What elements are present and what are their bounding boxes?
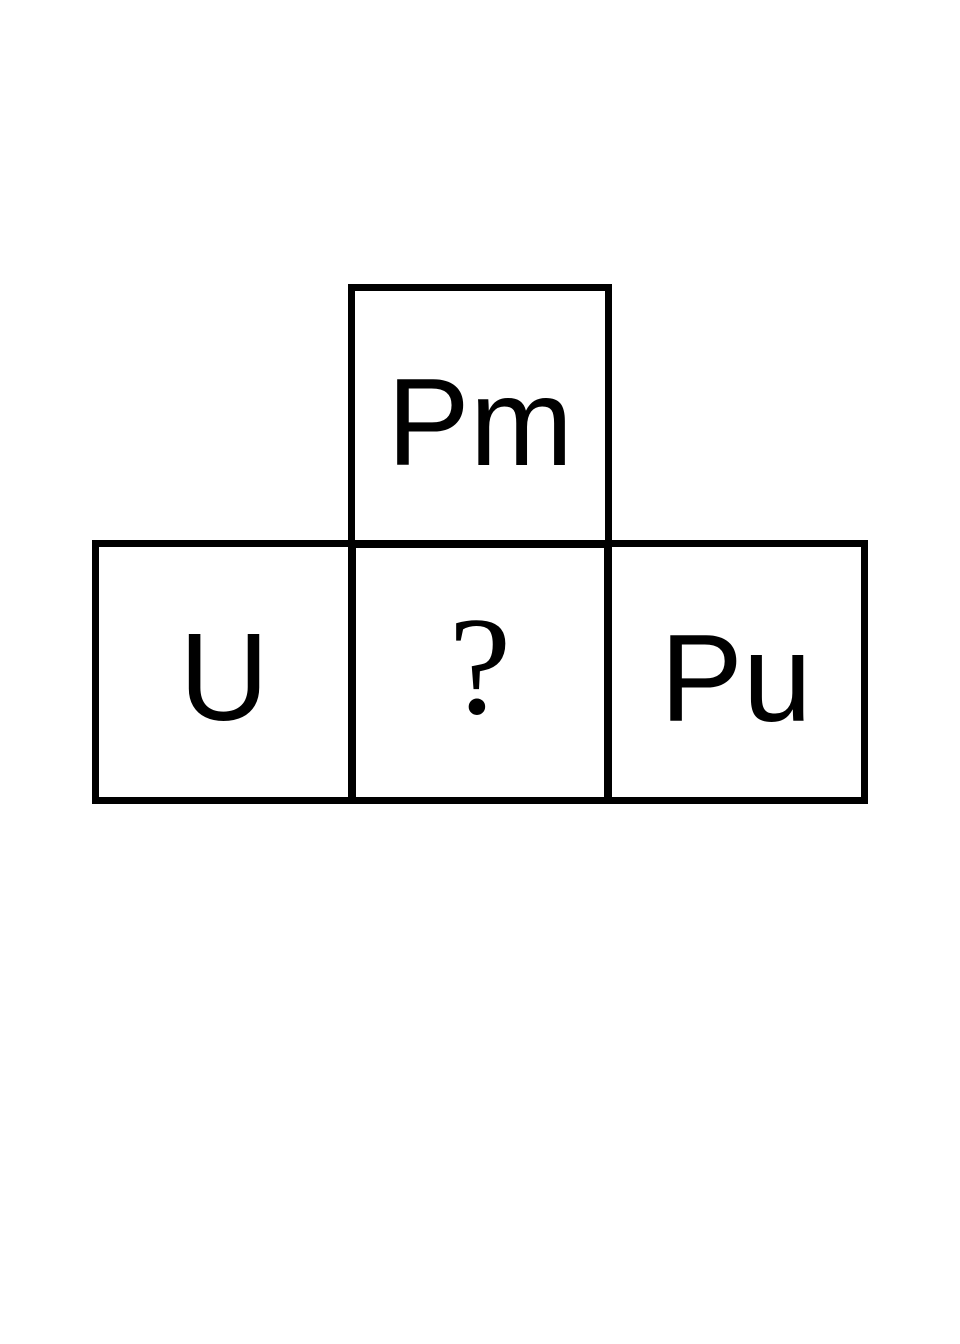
- cell-center: ?: [348, 540, 612, 804]
- cell-right: Pu: [604, 540, 868, 804]
- cell-top-label: Pm: [387, 354, 573, 492]
- cell-left-label: U: [179, 609, 269, 747]
- cell-right-label: Pu: [660, 610, 812, 748]
- cell-left: U: [92, 540, 356, 804]
- cell-center-question-mark: ?: [448, 589, 512, 744]
- cell-top: Pm: [348, 284, 612, 548]
